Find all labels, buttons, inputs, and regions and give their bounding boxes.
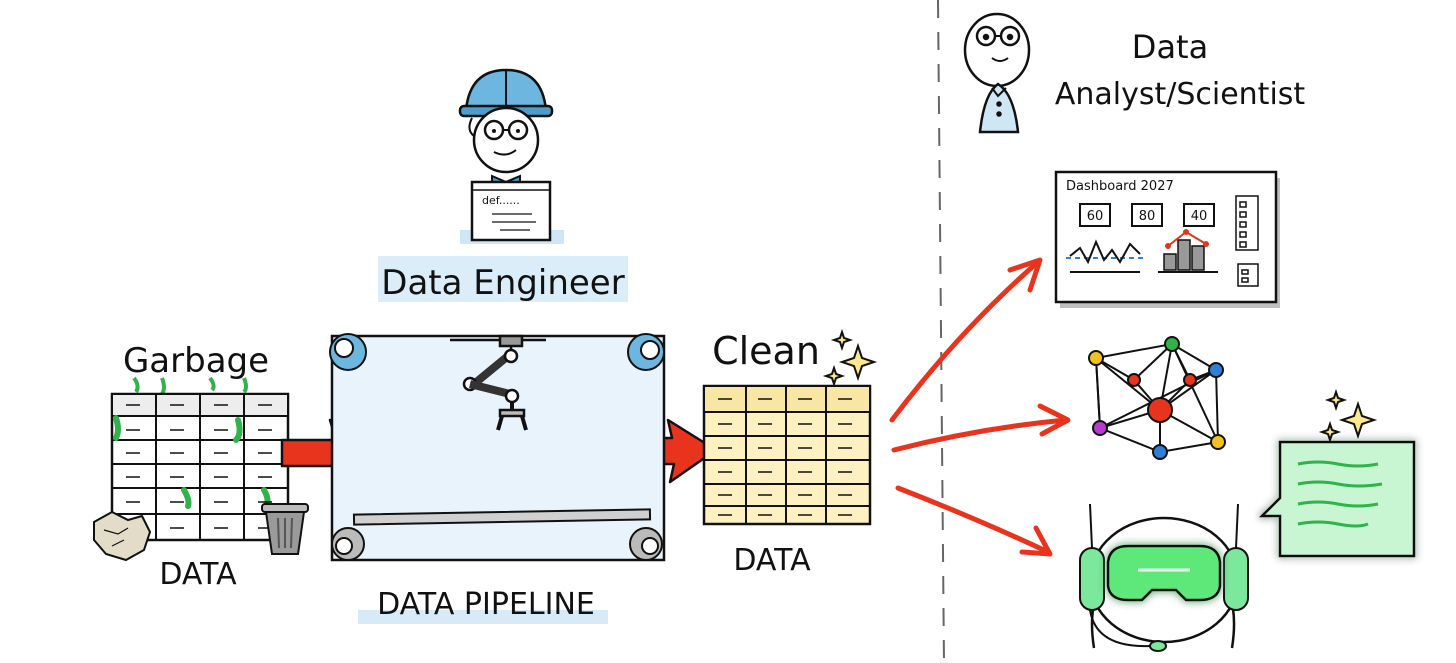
pipeline-frame	[330, 334, 664, 560]
clean-label: Clean	[712, 329, 820, 373]
engineer-label: Data Engineer	[381, 263, 624, 303]
data-left-label: DATA	[159, 557, 237, 592]
sparkle-icon	[826, 332, 874, 384]
analyst-label-line1: Data	[1132, 28, 1208, 66]
kpi-value-2: 80	[1139, 209, 1156, 224]
crumpled-paper-icon	[94, 512, 150, 560]
kpi-value-1: 60	[1087, 209, 1104, 224]
pipeline-label: DATA PIPELINE	[377, 587, 595, 622]
section-divider	[938, 0, 944, 663]
sparkle-icon	[1322, 392, 1374, 440]
checklist-panel	[1236, 196, 1258, 286]
dashboard-title: Dashboard 2027	[1066, 179, 1174, 194]
garbage-label: Garbage	[123, 341, 269, 381]
data-right-label: DATA	[733, 543, 811, 578]
analyst-icon	[965, 14, 1029, 132]
laptop-icon: def......	[460, 182, 564, 244]
analyst-label-line2: Analyst/Scientist	[1055, 77, 1306, 112]
trash-can-icon	[262, 504, 308, 554]
gear-icon	[330, 334, 366, 370]
clean-data-table	[704, 386, 870, 524]
code-snippet: def......	[482, 194, 520, 207]
network-graph-icon	[1089, 337, 1225, 459]
chat-bubble-icon	[1262, 442, 1414, 556]
gear-icon	[628, 334, 664, 370]
dashboard-card: Dashboard 2027 60 80 40	[1056, 172, 1280, 308]
arrow-to-ai-bot	[898, 488, 1048, 552]
gear-icon	[332, 528, 364, 560]
kpi-value-3: 40	[1191, 209, 1208, 224]
ai-bot-icon	[1080, 504, 1248, 651]
arrow-to-dashboard	[892, 262, 1038, 420]
output-arrows	[892, 260, 1068, 554]
gear-icon	[630, 528, 662, 560]
engineer-icon	[460, 70, 552, 190]
